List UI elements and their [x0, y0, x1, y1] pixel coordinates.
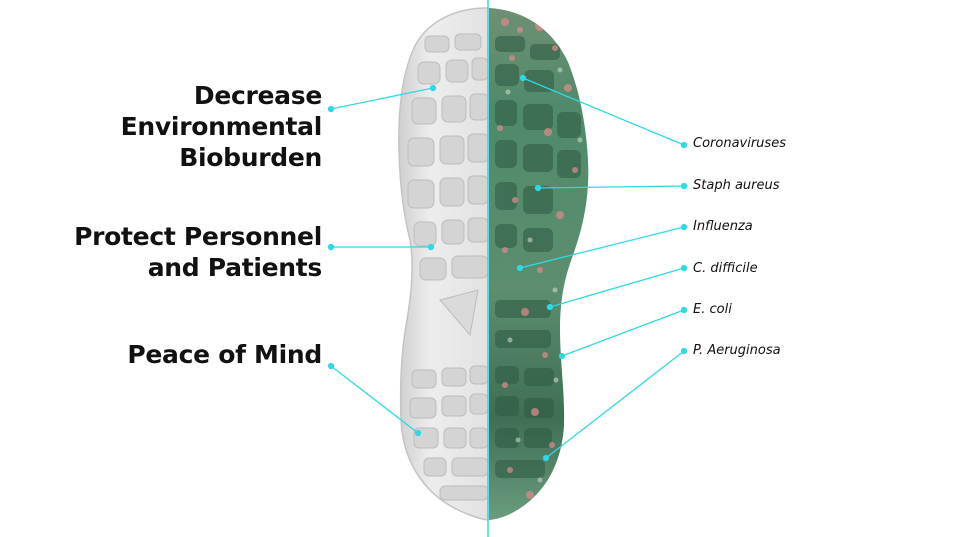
benefit-line: Peace of Mind — [127, 340, 322, 369]
pathogen-label-e-coli: E. coli — [693, 302, 732, 317]
benefit-leaders — [327, 84, 437, 437]
benefit-decrease-bioburden: Decrease Environmental Bioburden — [120, 80, 323, 173]
pathogen-label-staph-aureus: Staph aureus — [693, 178, 780, 193]
benefit-line: Protect Personnel — [74, 222, 322, 251]
benefit-line: Bioburden — [179, 143, 322, 172]
benefit-line: Environmental — [120, 112, 323, 141]
pathogen-label-influenza: Influenza — [693, 219, 753, 234]
pathogen-label-p-aeruginosa: P. Aeruginosa — [693, 343, 781, 358]
shoe-sole-clean-half — [398, 7, 489, 521]
pathogen-label-c-difficile: C. difficile — [693, 261, 758, 276]
benefit-protect-personnel: Protect Personnel and Patients — [74, 221, 322, 283]
benefit-peace-of-mind: Peace of Mind — [127, 339, 322, 370]
benefit-line: Decrease — [193, 81, 322, 110]
pathogen-label-coronaviruses: Coronaviruses — [693, 136, 786, 151]
benefit-line: and Patients — [147, 253, 323, 282]
pathogen-leaders — [516, 74, 688, 462]
